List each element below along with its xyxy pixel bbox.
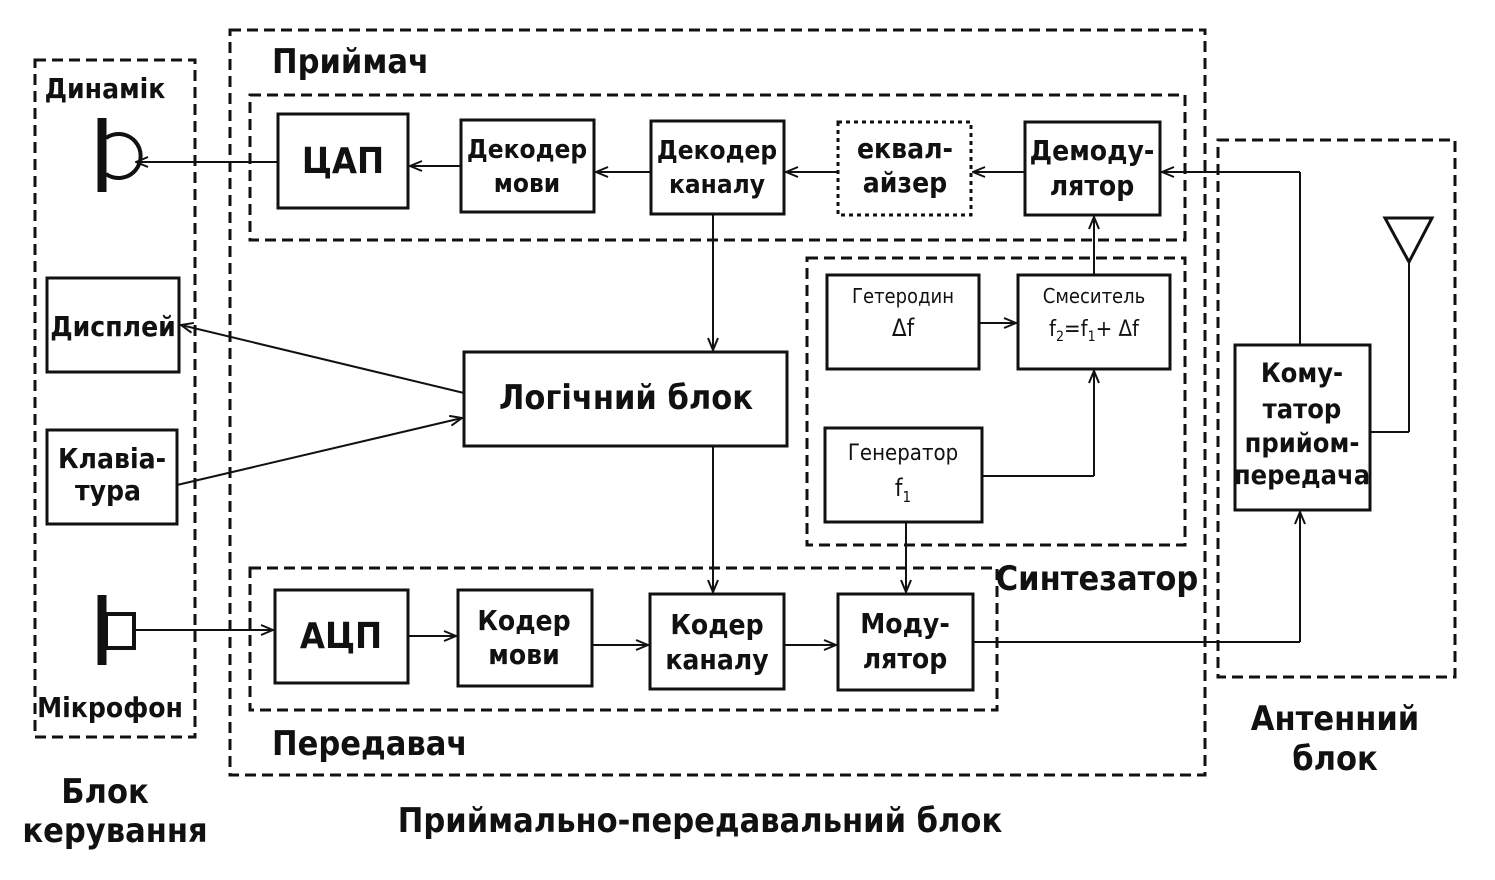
wire-logic-to-display [181, 325, 465, 394]
synthesizer-title: Синтезатор [996, 559, 1199, 599]
demodulator-label-line1: Демоду- [1030, 134, 1155, 167]
switch-block [1233, 343, 1372, 512]
control-unit-title-line2: керування [22, 811, 207, 851]
generator-label-line1: Генератор [848, 441, 958, 466]
switch-label-line3: прийом- [1245, 428, 1360, 459]
trx-unit-title: Приймально-передавальний блок [398, 801, 1003, 841]
generator-label-line2: f1 [895, 474, 911, 506]
speech-coder-label-line1: Кодер [477, 604, 570, 637]
generator-block [823, 426, 984, 524]
antenna-unit-title-line1: Антенний [1251, 699, 1419, 739]
microphone-icon [97, 595, 136, 665]
channel-decoder-block [649, 119, 786, 216]
demodulator-label-line2: лятор [1050, 169, 1135, 202]
keyboard-label-line1: Клавіа- [58, 442, 166, 475]
channel-coder-block [648, 592, 786, 691]
channel-decoder-label-line1: Декодер [657, 136, 777, 166]
speaker-label: Динамік [45, 72, 166, 105]
mixer-formula: f2=f1+ Δf [1049, 317, 1140, 345]
demodulator-block [1023, 120, 1162, 217]
switch-label-line4: передача [1234, 460, 1370, 491]
speech-coder-block [456, 588, 594, 688]
control-unit-title-line1: Блок [61, 772, 149, 812]
dac-block [276, 112, 410, 210]
keyboard-block [45, 428, 179, 526]
logic-label: Логічний блок [499, 378, 753, 418]
adc-label: АЦП [300, 616, 382, 657]
switch-label-line1: Кому- [1261, 358, 1343, 389]
speaker-icon [97, 118, 143, 192]
synthesizer-frame [805, 256, 1187, 547]
logic-block [462, 350, 789, 448]
antenna-unit-frame [1216, 138, 1457, 679]
channel-coder-label-line2: каналу [665, 643, 768, 676]
antenna-unit-title-line2: блок [1292, 739, 1378, 779]
equalizer-block [836, 120, 973, 217]
heterodyne-block [825, 273, 981, 371]
modulator-block [836, 592, 975, 692]
modulator-label-line2: лятор [863, 642, 948, 675]
trx-unit-frame [228, 28, 1207, 777]
heterodyne-label-line1: Гетеродин [852, 284, 954, 308]
speech-decoder-label-line2: мови [494, 169, 560, 199]
microphone-label: Мікрофон [37, 691, 183, 724]
speech-decoder-label-line1: Декодер [467, 135, 587, 165]
transmitter-title: Передавач [272, 724, 467, 764]
antenna-icon [1370, 216, 1435, 433]
switch-label-line2: татор [1263, 394, 1342, 425]
wire-keyboard-to-logic [176, 418, 462, 486]
equalizer-label-line1: еквал- [857, 132, 953, 165]
channel-decoder-label-line2: каналу [669, 170, 765, 200]
equalizer-label-line2: айзер [863, 166, 947, 199]
adc-block [273, 588, 410, 685]
channel-coder-label-line1: Кодер [670, 608, 763, 641]
display-label: Дисплей [50, 310, 176, 343]
dac-label: ЦАП [302, 141, 384, 182]
modulator-label-line1: Моду- [860, 607, 950, 640]
mixer-label-line1: Смеситель [1043, 284, 1145, 308]
receiver-title: Приймач [272, 42, 429, 82]
control-unit-frame [33, 58, 197, 739]
transmitter-frame [248, 566, 999, 712]
heterodyne-label-line2: Δf [892, 314, 916, 342]
keyboard-label-line2: тура [75, 474, 141, 507]
speech-coder-label-line2: мови [488, 638, 560, 671]
receiver-frame [248, 93, 1187, 242]
